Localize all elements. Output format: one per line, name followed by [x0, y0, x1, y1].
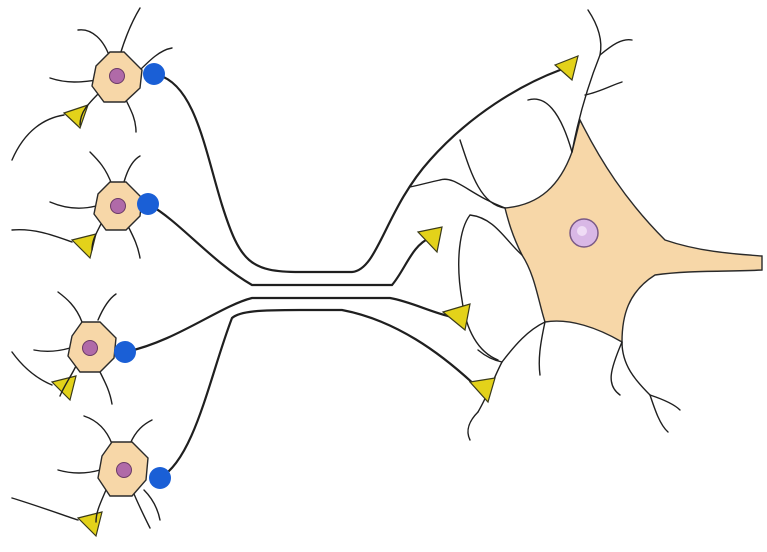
presynaptic-neuron-2 [50, 152, 159, 258]
presynaptic-nucleus-1 [110, 69, 125, 84]
axon-1 [158, 70, 560, 272]
blue-dot-icon [137, 193, 159, 215]
presynaptic-nucleus-3 [83, 341, 98, 356]
presynaptic-neuron-4 [58, 416, 171, 528]
blue-dot-icon [114, 341, 136, 363]
presynaptic-neuron-3 [34, 292, 136, 404]
yellow-triangle-icon [64, 105, 88, 128]
presynaptic-nucleus-2 [111, 199, 126, 214]
postsynaptic-soma [505, 120, 762, 342]
presynaptic-nucleus-4 [117, 463, 132, 478]
blue-dot-icon [149, 467, 171, 489]
axon-4 [160, 310, 478, 478]
yellow-triangle-icon [470, 378, 495, 402]
axon-bundle [125, 70, 560, 478]
axon-2 [150, 205, 430, 285]
axon-3 [125, 298, 452, 352]
incoming-axons [12, 115, 78, 520]
yellow-triangle-icon [443, 304, 470, 330]
yellow-triangle-icon [418, 227, 442, 252]
blue-dot-icon [143, 63, 165, 85]
postsynaptic-nucleolus [577, 226, 587, 236]
yellow-triangle-icon [78, 512, 102, 536]
yellow-triangle-icon [555, 56, 578, 80]
